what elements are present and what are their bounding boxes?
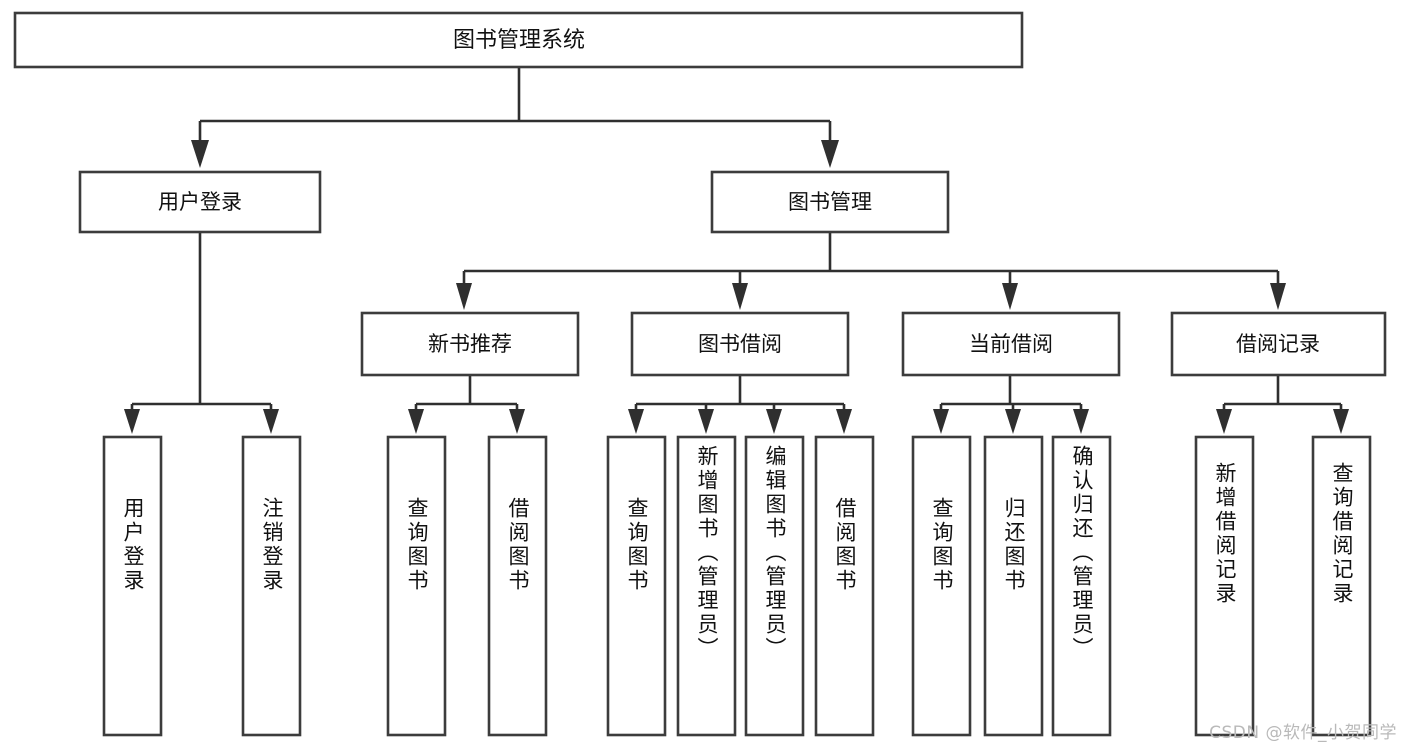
arrow-head-leaf-user-login	[124, 409, 140, 434]
leaf-box-edit-book-admin[interactable]	[744, 435, 805, 737]
arrow-head-leaf-query-record	[1333, 409, 1349, 434]
arrow-head-newbook-rec	[456, 283, 472, 310]
arrow-head-leaf-borrow-book-2	[836, 409, 852, 434]
leaf-box-query-book-2[interactable]	[606, 435, 667, 737]
node-book-management-label: 图书管理	[788, 190, 872, 214]
node-current-borrow-label: 当前借阅	[969, 332, 1053, 356]
arrow-head-borrow-records	[1270, 283, 1286, 310]
node-new-book-recommend[interactable]: 新书推荐	[360, 311, 580, 377]
node-book-borrow-box[interactable]	[630, 311, 850, 377]
node-new-book-recommend-label: 新书推荐	[428, 332, 512, 356]
leaf-box-confirm-return[interactable]	[1051, 435, 1112, 737]
node-borrow-records[interactable]: 借阅记录	[1170, 311, 1387, 377]
leaf-box-add-record[interactable]	[1194, 435, 1255, 737]
arrow-head-leaf-query-book-2	[628, 409, 644, 434]
arrow-head-leaf-borrow-book-1	[509, 409, 525, 434]
node-book-management[interactable]: 图书管理	[710, 170, 950, 234]
node-root-system-label: 图书管理系统	[453, 28, 585, 53]
arrow-head-leaf-return-book	[1005, 409, 1021, 434]
leaf-box-add-book-admin[interactable]	[676, 435, 737, 737]
node-book-borrow-label: 图书借阅	[698, 332, 782, 356]
node-root-system-box[interactable]	[13, 11, 1024, 69]
node-book-management-box[interactable]	[710, 170, 950, 234]
arrow-head-book-mgmt	[821, 140, 839, 168]
connector-layer	[124, 67, 1349, 434]
node-borrow-records-box[interactable]	[1170, 311, 1387, 377]
leaf-box-query-book-3[interactable]	[911, 435, 972, 737]
leaf-box-logout[interactable]	[241, 435, 302, 737]
arrow-head-leaf-confirm-return	[1073, 409, 1089, 434]
arrow-head-current-borrow	[1002, 283, 1018, 310]
leaf-box-return-book[interactable]	[983, 435, 1044, 737]
node-current-borrow-box[interactable]	[901, 311, 1121, 377]
node-current-borrow[interactable]: 当前借阅	[901, 311, 1121, 377]
node-root-system[interactable]: 图书管理系统	[13, 11, 1024, 69]
node-user-login-box[interactable]	[78, 170, 322, 234]
arrow-head-leaf-logout	[263, 409, 279, 434]
leaf-box-query-record[interactable]	[1311, 435, 1372, 737]
node-user-login[interactable]: 用户登录	[78, 170, 322, 234]
arrow-head-leaf-edit-book	[766, 409, 782, 434]
csdn-watermark: CSDN @软件_小贺同学	[1209, 723, 1397, 743]
arrow-head-leaf-query-book-1	[408, 409, 424, 434]
arrow-head-book-borrow	[732, 283, 748, 310]
node-borrow-records-label: 借阅记录	[1236, 332, 1320, 356]
leaf-box-query-book-1[interactable]	[386, 435, 447, 737]
arrow-head-leaf-add-book	[698, 409, 714, 434]
node-user-login-label: 用户登录	[158, 190, 242, 214]
leaf-box-borrow-book-2[interactable]	[814, 435, 875, 737]
leaf-box-layer	[102, 435, 1372, 737]
leaf-box-user-login[interactable]	[102, 435, 163, 737]
node-book-borrow[interactable]: 图书借阅	[630, 311, 850, 377]
leaf-box-borrow-book-1[interactable]	[487, 435, 548, 737]
arrow-head-user-login	[191, 140, 209, 168]
arrow-head-leaf-add-record	[1216, 409, 1232, 434]
arrow-head-leaf-query-book-3	[933, 409, 949, 434]
node-new-book-recommend-box[interactable]	[360, 311, 580, 377]
